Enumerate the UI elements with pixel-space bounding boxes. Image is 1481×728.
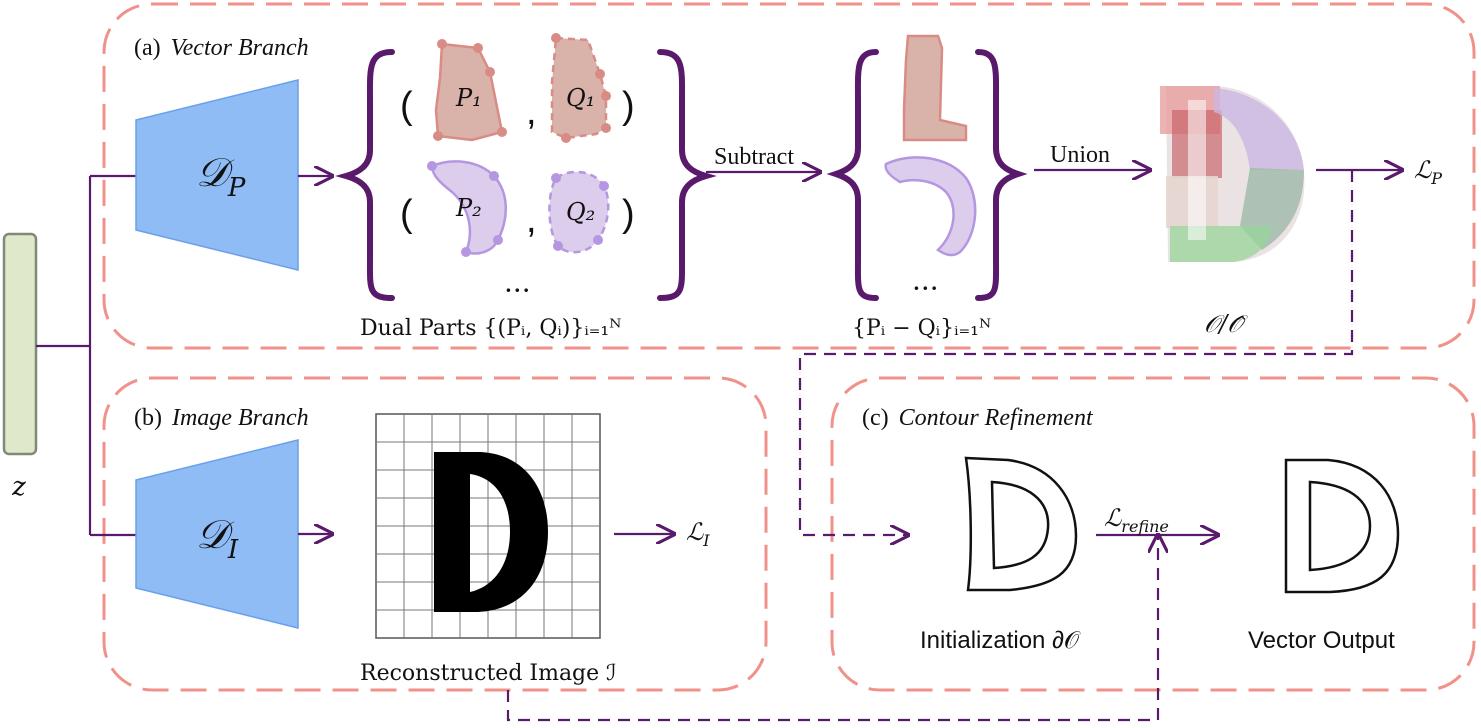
row2-open-paren: ( — [400, 193, 413, 235]
vector-decoder — [135, 79, 299, 271]
refine-loss-label: ℒrefine — [1104, 504, 1169, 536]
row2-comma: , — [526, 199, 537, 241]
part-q2-label: Q₂ — [566, 198, 595, 226]
contour-refinement-title: (c) Contour Refinement — [862, 405, 1094, 431]
union-output-shape — [1160, 86, 1305, 262]
dual-parts-ellipsis: ··· — [504, 274, 531, 307]
vector-loss-label: ℒP — [1414, 156, 1442, 188]
diff-shape-1 — [902, 34, 968, 142]
dual-parts-caption: Dual Parts {(Pᵢ, Qᵢ)}ᵢ₌₁ᴺ — [360, 316, 621, 341]
part-q1-shape — [550, 36, 608, 140]
dual-parts-left-brace — [335, 49, 395, 301]
union-output-caption: 𝒪/𝒪̂ — [1204, 310, 1248, 338]
image-branch-title: (b) Image Branch — [134, 405, 309, 431]
part-q2-vertices — [551, 173, 609, 251]
row1-close-paren: ) — [622, 85, 635, 127]
dual-parts-right-brace — [657, 49, 717, 301]
diff-caption: {Pᵢ − Qᵢ}ᵢ₌₁ᴺ — [852, 316, 991, 341]
row2-close-paren: ) — [622, 193, 635, 235]
part-p1-vertices — [433, 39, 507, 141]
subtract-label: Subtract — [714, 144, 794, 170]
latent-label: z — [11, 472, 26, 502]
part-p1-label: P₁ — [455, 84, 482, 112]
reconstructed-image — [375, 413, 601, 639]
union-to-refinement-link — [798, 170, 1354, 535]
row1-open-paren: ( — [400, 85, 413, 127]
vector-output-contour — [1284, 458, 1400, 594]
part-p2-shape — [430, 160, 507, 255]
image-decoder — [135, 439, 299, 629]
row1-comma: , — [526, 91, 537, 133]
vector-decoder-label: 𝒟P — [196, 150, 246, 203]
diff-left-brace — [826, 49, 879, 301]
diff-shape-2 — [884, 156, 977, 257]
initialization-contour — [964, 456, 1078, 592]
diff-ellipsis: ··· — [912, 272, 939, 305]
image-loss-label: ℒI — [686, 518, 710, 550]
part-p2-vertices — [427, 161, 503, 257]
initialization-caption: Initialization ∂𝒪 — [920, 627, 1081, 654]
part-q1-vertices — [551, 33, 611, 143]
vector-branch-title: (a) Vector Branch — [134, 35, 309, 61]
part-p1-shape — [434, 42, 504, 142]
union-label: Union — [1050, 142, 1110, 168]
latent-connector — [36, 174, 136, 537]
image-caption: Reconstructed Image ℐ — [360, 661, 617, 686]
latent-vector — [2, 232, 38, 456]
part-p2-label: P₂ — [455, 194, 482, 222]
part-q1-label: Q₁ — [566, 84, 595, 112]
reconstructed-letter-d — [434, 452, 548, 612]
vector-output-caption: Vector Output — [1248, 627, 1395, 654]
diff-right-brace — [975, 49, 1028, 301]
